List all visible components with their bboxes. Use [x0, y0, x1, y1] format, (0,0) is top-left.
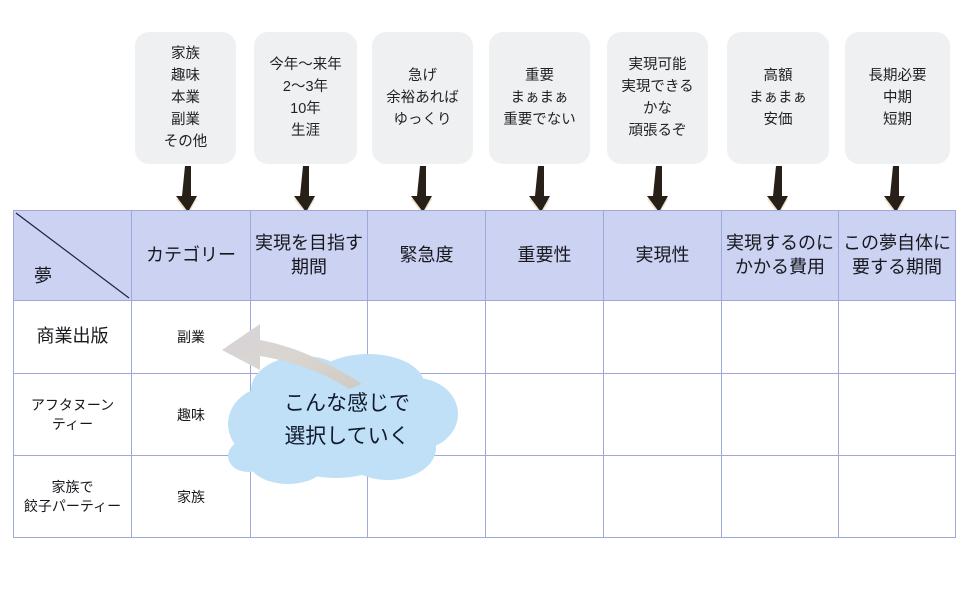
down-arrow-icon	[175, 166, 201, 222]
cell-cost[interactable]	[721, 300, 839, 374]
header-line: 要する期間	[852, 256, 942, 277]
cloud-text-line: 選択していく	[284, 424, 410, 448]
column-header-cost[interactable]: 実現するのに かかる費用	[721, 210, 839, 301]
option-text: 本業	[171, 89, 200, 106]
option-text: 今年〜来年	[269, 56, 342, 73]
cell-duration[interactable]	[838, 455, 956, 538]
header-line: 実現を目指す	[255, 233, 363, 254]
table-header-row: 夢 カテゴリー 実現を目指す 期間 緊急度 重要性 実現性	[13, 210, 956, 301]
option-text: その他	[163, 134, 208, 151]
callout-feasibility-options: 実現可能 実現できる かな 頑張るぞ	[607, 32, 708, 164]
option-text: 重要でない	[503, 112, 576, 129]
cloud-text-line: こんな感じで	[284, 392, 410, 415]
cell-importance[interactable]	[485, 300, 604, 374]
dream-line: 家族で	[51, 479, 94, 496]
callout-duration-options: 長期必要 中期 短期	[845, 32, 950, 164]
down-arrow-icon	[528, 166, 554, 222]
cell-urgency[interactable]	[367, 300, 486, 374]
header-line: 実現するのに	[726, 233, 834, 254]
option-text: 頑張るぞ	[628, 123, 687, 140]
option-text: かな	[643, 101, 672, 117]
callout-period-options: 今年〜来年 2〜3年 10年 生涯	[254, 32, 357, 164]
cell-duration[interactable]	[838, 373, 956, 456]
column-header-feasibility[interactable]: 実現性	[603, 210, 722, 301]
curved-arrow-icon	[222, 324, 362, 389]
callout-cost-options: 高額 まぁまぁ 安価	[727, 32, 829, 164]
option-text: 安価	[763, 112, 793, 129]
option-text: 長期必要	[868, 67, 927, 84]
option-text: 実現できる	[621, 78, 694, 95]
cell-duration[interactable]	[838, 300, 956, 374]
dream-line: アフタヌーン	[30, 397, 115, 414]
dream-name-cell[interactable]: 商業出版	[13, 300, 132, 374]
option-text: 短期	[883, 112, 912, 129]
dream-name-cell[interactable]: 家族で 餃子パーティー	[13, 455, 132, 538]
column-header-urgency[interactable]: 緊急度	[367, 210, 486, 301]
cell-category[interactable]: 家族	[131, 455, 251, 538]
header-line: カテゴリー	[146, 244, 236, 265]
cell-feasibility[interactable]	[603, 373, 722, 456]
down-arrow-icon	[766, 166, 792, 222]
cell-feasibility[interactable]	[603, 300, 722, 374]
dream-axis-label: 夢	[34, 265, 52, 286]
table-row[interactable]: 商業出版 副業	[13, 300, 956, 374]
option-text: まぁまぁ	[749, 89, 807, 106]
option-text: 家族	[171, 45, 200, 62]
down-arrow-icon	[883, 166, 909, 222]
cell-importance[interactable]	[485, 455, 604, 538]
column-header-category[interactable]: カテゴリー	[131, 210, 251, 301]
column-header-period[interactable]: 実現を目指す 期間	[250, 210, 368, 301]
header-line: 期間	[291, 256, 327, 277]
dream-line: 餃子パーティー	[23, 497, 122, 514]
option-text: 高額	[763, 67, 793, 84]
option-text: 2〜3年	[282, 78, 329, 95]
option-text: 急げ	[408, 67, 437, 84]
option-text: 副業	[171, 112, 200, 129]
option-text: 生涯	[291, 123, 320, 140]
corner-header-cell: 夢	[13, 210, 132, 301]
option-text: 中期	[883, 89, 912, 106]
header-line: 実現性	[635, 244, 690, 265]
cell-feasibility[interactable]	[603, 455, 722, 538]
cloud-callout-shape	[228, 354, 458, 484]
header-line: 重要性	[517, 244, 572, 265]
option-text: まぁまぁ	[510, 89, 569, 106]
table-row[interactable]: アフタヌーン ティー 趣味	[13, 373, 956, 456]
header-line: 緊急度	[399, 244, 454, 265]
column-header-duration[interactable]: この夢自体に 要する期間	[838, 210, 956, 301]
callout-urgency-options: 急げ 余裕あれば ゆっくり	[372, 32, 473, 164]
callout-category-options: 家族 趣味 本業 副業 その他	[135, 32, 236, 164]
option-text: ゆっくり	[393, 112, 452, 129]
down-arrow-icon	[646, 166, 672, 222]
option-text: 実現可能	[628, 56, 687, 73]
dream-line: ティー	[51, 415, 94, 432]
option-text: 重要	[525, 67, 554, 84]
option-text: 趣味	[171, 67, 200, 84]
callout-importance-options: 重要 まぁまぁ 重要でない	[489, 32, 590, 164]
cell-cost[interactable]	[721, 455, 839, 538]
dream-line: 商業出版	[36, 326, 109, 347]
option-text: 10年	[290, 101, 321, 117]
diagonal-divider-icon	[15, 212, 130, 299]
cell-cost[interactable]	[721, 373, 839, 456]
column-header-importance[interactable]: 重要性	[485, 210, 604, 301]
cloud-callout-text: こんな感じで 選択していく	[252, 388, 442, 453]
down-arrow-icon	[410, 166, 436, 222]
option-text: 余裕あれば	[386, 89, 459, 106]
dream-name-cell[interactable]: アフタヌーン ティー	[13, 373, 132, 456]
header-line: かかる費用	[735, 256, 825, 277]
table-row[interactable]: 家族で 餃子パーティー 家族	[13, 455, 956, 538]
cell-importance[interactable]	[485, 373, 604, 456]
dream-matrix-table[interactable]: 夢 カテゴリー 実現を目指す 期間 緊急度 重要性 実現性	[13, 210, 956, 538]
down-arrow-icon	[293, 166, 319, 222]
header-line: この夢自体に	[843, 233, 951, 254]
